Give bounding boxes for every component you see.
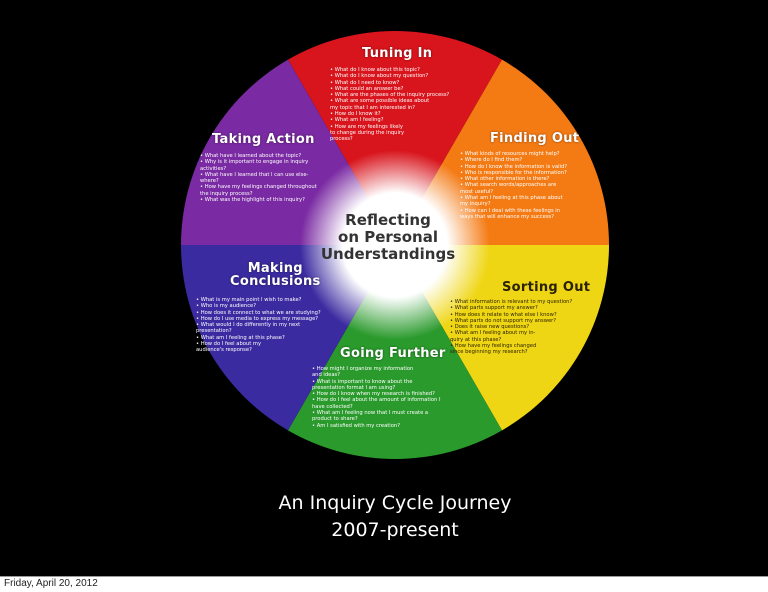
section-line: • What am I feeling at this phase about bbox=[460, 195, 563, 202]
section-line: product to share? bbox=[312, 416, 358, 423]
section-line: • What do I know about my question? bbox=[330, 73, 429, 80]
section-line: and ideas? bbox=[312, 372, 340, 379]
section-line: • How might I organize my information bbox=[312, 366, 414, 372]
section-line: • What is my main point I wish to make? bbox=[196, 297, 302, 303]
section-line: • Does it raise new questions? bbox=[450, 324, 530, 331]
sorting-out-text: • What information is relevant to my que… bbox=[450, 299, 572, 356]
section-line: my topic that I am interested in? bbox=[330, 104, 415, 111]
section-line: • How have my feelings changed bbox=[450, 343, 537, 350]
making-conclusions-title: Making Conclusions bbox=[230, 262, 321, 288]
section-line: • What other information is there? bbox=[460, 176, 550, 183]
section-line: my inquiry? bbox=[460, 201, 491, 208]
section-line: • What am I feeling at this phase? bbox=[196, 334, 285, 341]
section-line: where? bbox=[200, 178, 219, 185]
section-line: • What have I learned about the topic? bbox=[200, 153, 302, 159]
section-line: • How do I know the information is valid… bbox=[460, 163, 568, 170]
section-line: • What is important to know about the bbox=[312, 378, 413, 385]
section-line: • How do I feel about the amount of info… bbox=[312, 397, 441, 404]
section-line: • How does it relate to what else I know… bbox=[450, 311, 557, 318]
section-line: ways that will enhance my success? bbox=[460, 213, 554, 220]
taking-action-title: Taking Action bbox=[212, 132, 315, 147]
section-line: presentation? bbox=[196, 328, 232, 335]
section-line: • How are my feelings likely bbox=[330, 123, 403, 130]
center-title: Reflecting on Personal Understandings bbox=[298, 212, 478, 263]
making-conclusions-text: • What is my main point I wish to make?•… bbox=[196, 297, 321, 354]
caption-line2: 2007-present bbox=[331, 519, 459, 541]
section-line: audience's response? bbox=[196, 347, 252, 354]
taking-action-text: • What have I learned about the topic?• … bbox=[200, 153, 317, 203]
center-title-line2: on Personal bbox=[338, 228, 438, 246]
center-title-line1: Reflecting bbox=[345, 211, 431, 229]
section-line: the inquiry process? bbox=[200, 190, 253, 197]
section-line: • What do I know about this topic? bbox=[330, 67, 420, 73]
section-line: to change during the inquiry bbox=[330, 129, 405, 136]
section-line: • What parts support my answer? bbox=[450, 305, 538, 312]
section-line: activities? bbox=[200, 165, 227, 172]
section-line: have collected? bbox=[312, 403, 353, 410]
finding-out-text: • What kinds of resources might help?• W… bbox=[460, 151, 567, 220]
section-line: • Am I satisfied with my creation? bbox=[312, 422, 400, 429]
footer-bar: Friday, April 20, 2012 bbox=[0, 576, 768, 592]
section-line: • Why is it important to engage in inqui… bbox=[200, 159, 309, 166]
footer-date: Friday, April 20, 2012 bbox=[4, 578, 98, 589]
section-line: • How have my feelings changed throughou… bbox=[200, 184, 317, 191]
section-line: • Who is responsible for the information… bbox=[460, 169, 567, 176]
going-further-title: Going Further bbox=[340, 346, 446, 361]
making-conclusions-title-line2: Conclusions bbox=[230, 274, 321, 289]
section-line: • What have I learned that I can use els… bbox=[200, 171, 309, 178]
section-line: since beginning my research? bbox=[450, 349, 528, 356]
section-line: • How do I know when my research is fini… bbox=[312, 391, 435, 398]
sorting-out-title: Sorting Out bbox=[502, 280, 591, 295]
making-conclusions-title-line1: Making bbox=[247, 261, 303, 276]
caption-line1: An Inquiry Cycle Journey bbox=[278, 492, 512, 514]
section-line: • What am I feeling now that I must crea… bbox=[312, 410, 429, 417]
section-line: • What kinds of resources might help? bbox=[460, 151, 560, 157]
section-line: • What are some possible ideas about bbox=[330, 98, 430, 105]
section-line: • What information is relevant to my que… bbox=[450, 299, 573, 305]
section-line: • What search words/approaches are bbox=[460, 182, 557, 189]
section-line: • What am I feeling? bbox=[330, 117, 384, 124]
center-glow bbox=[300, 150, 490, 340]
section-line: • How do I know it? bbox=[330, 111, 381, 118]
tuning-in-title: Tuning In bbox=[362, 46, 433, 61]
section-line: • How do I feel about my bbox=[196, 341, 262, 348]
section-line: quiry at this phase? bbox=[450, 336, 502, 343]
section-line: • What parts do not support my answer? bbox=[450, 317, 557, 324]
tuning-in-wedge bbox=[288, 30, 502, 245]
section-line: process? bbox=[330, 136, 353, 143]
section-line: • Who is my audience? bbox=[196, 303, 256, 310]
section-line: • What would I do differently in my next bbox=[196, 322, 301, 329]
section-line: • How does it connect to what we are stu… bbox=[196, 309, 321, 316]
section-line: presentation format I am using? bbox=[312, 384, 396, 391]
slide-caption: An Inquiry Cycle Journey 2007-present bbox=[250, 490, 540, 544]
section-line: • What do I need to know? bbox=[330, 79, 400, 86]
going-further-wedge bbox=[288, 245, 502, 459]
section-line: • How can I deal with these feelings in bbox=[460, 207, 561, 214]
finding-out-title: Finding Out bbox=[490, 131, 580, 146]
inquiry-cycle-wheel bbox=[181, 30, 609, 459]
section-line: • How do I use media to express my messa… bbox=[196, 315, 319, 322]
section-line: • What am I feeling about my in- bbox=[450, 330, 536, 337]
section-line: most useful? bbox=[460, 188, 494, 195]
tuning-in-text: • What do I know about this topic?• What… bbox=[330, 67, 449, 143]
section-line: • Where do I find them? bbox=[460, 157, 523, 164]
section-line: • What are the phases of the inquiry pro… bbox=[330, 92, 450, 99]
center-title-line3: Understandings bbox=[320, 245, 456, 263]
section-line: • What could an answer be? bbox=[330, 85, 404, 92]
section-line: • What was the highlight of this inquiry… bbox=[200, 197, 305, 204]
slide: Tuning In • What do I know about this to… bbox=[181, 30, 609, 544]
